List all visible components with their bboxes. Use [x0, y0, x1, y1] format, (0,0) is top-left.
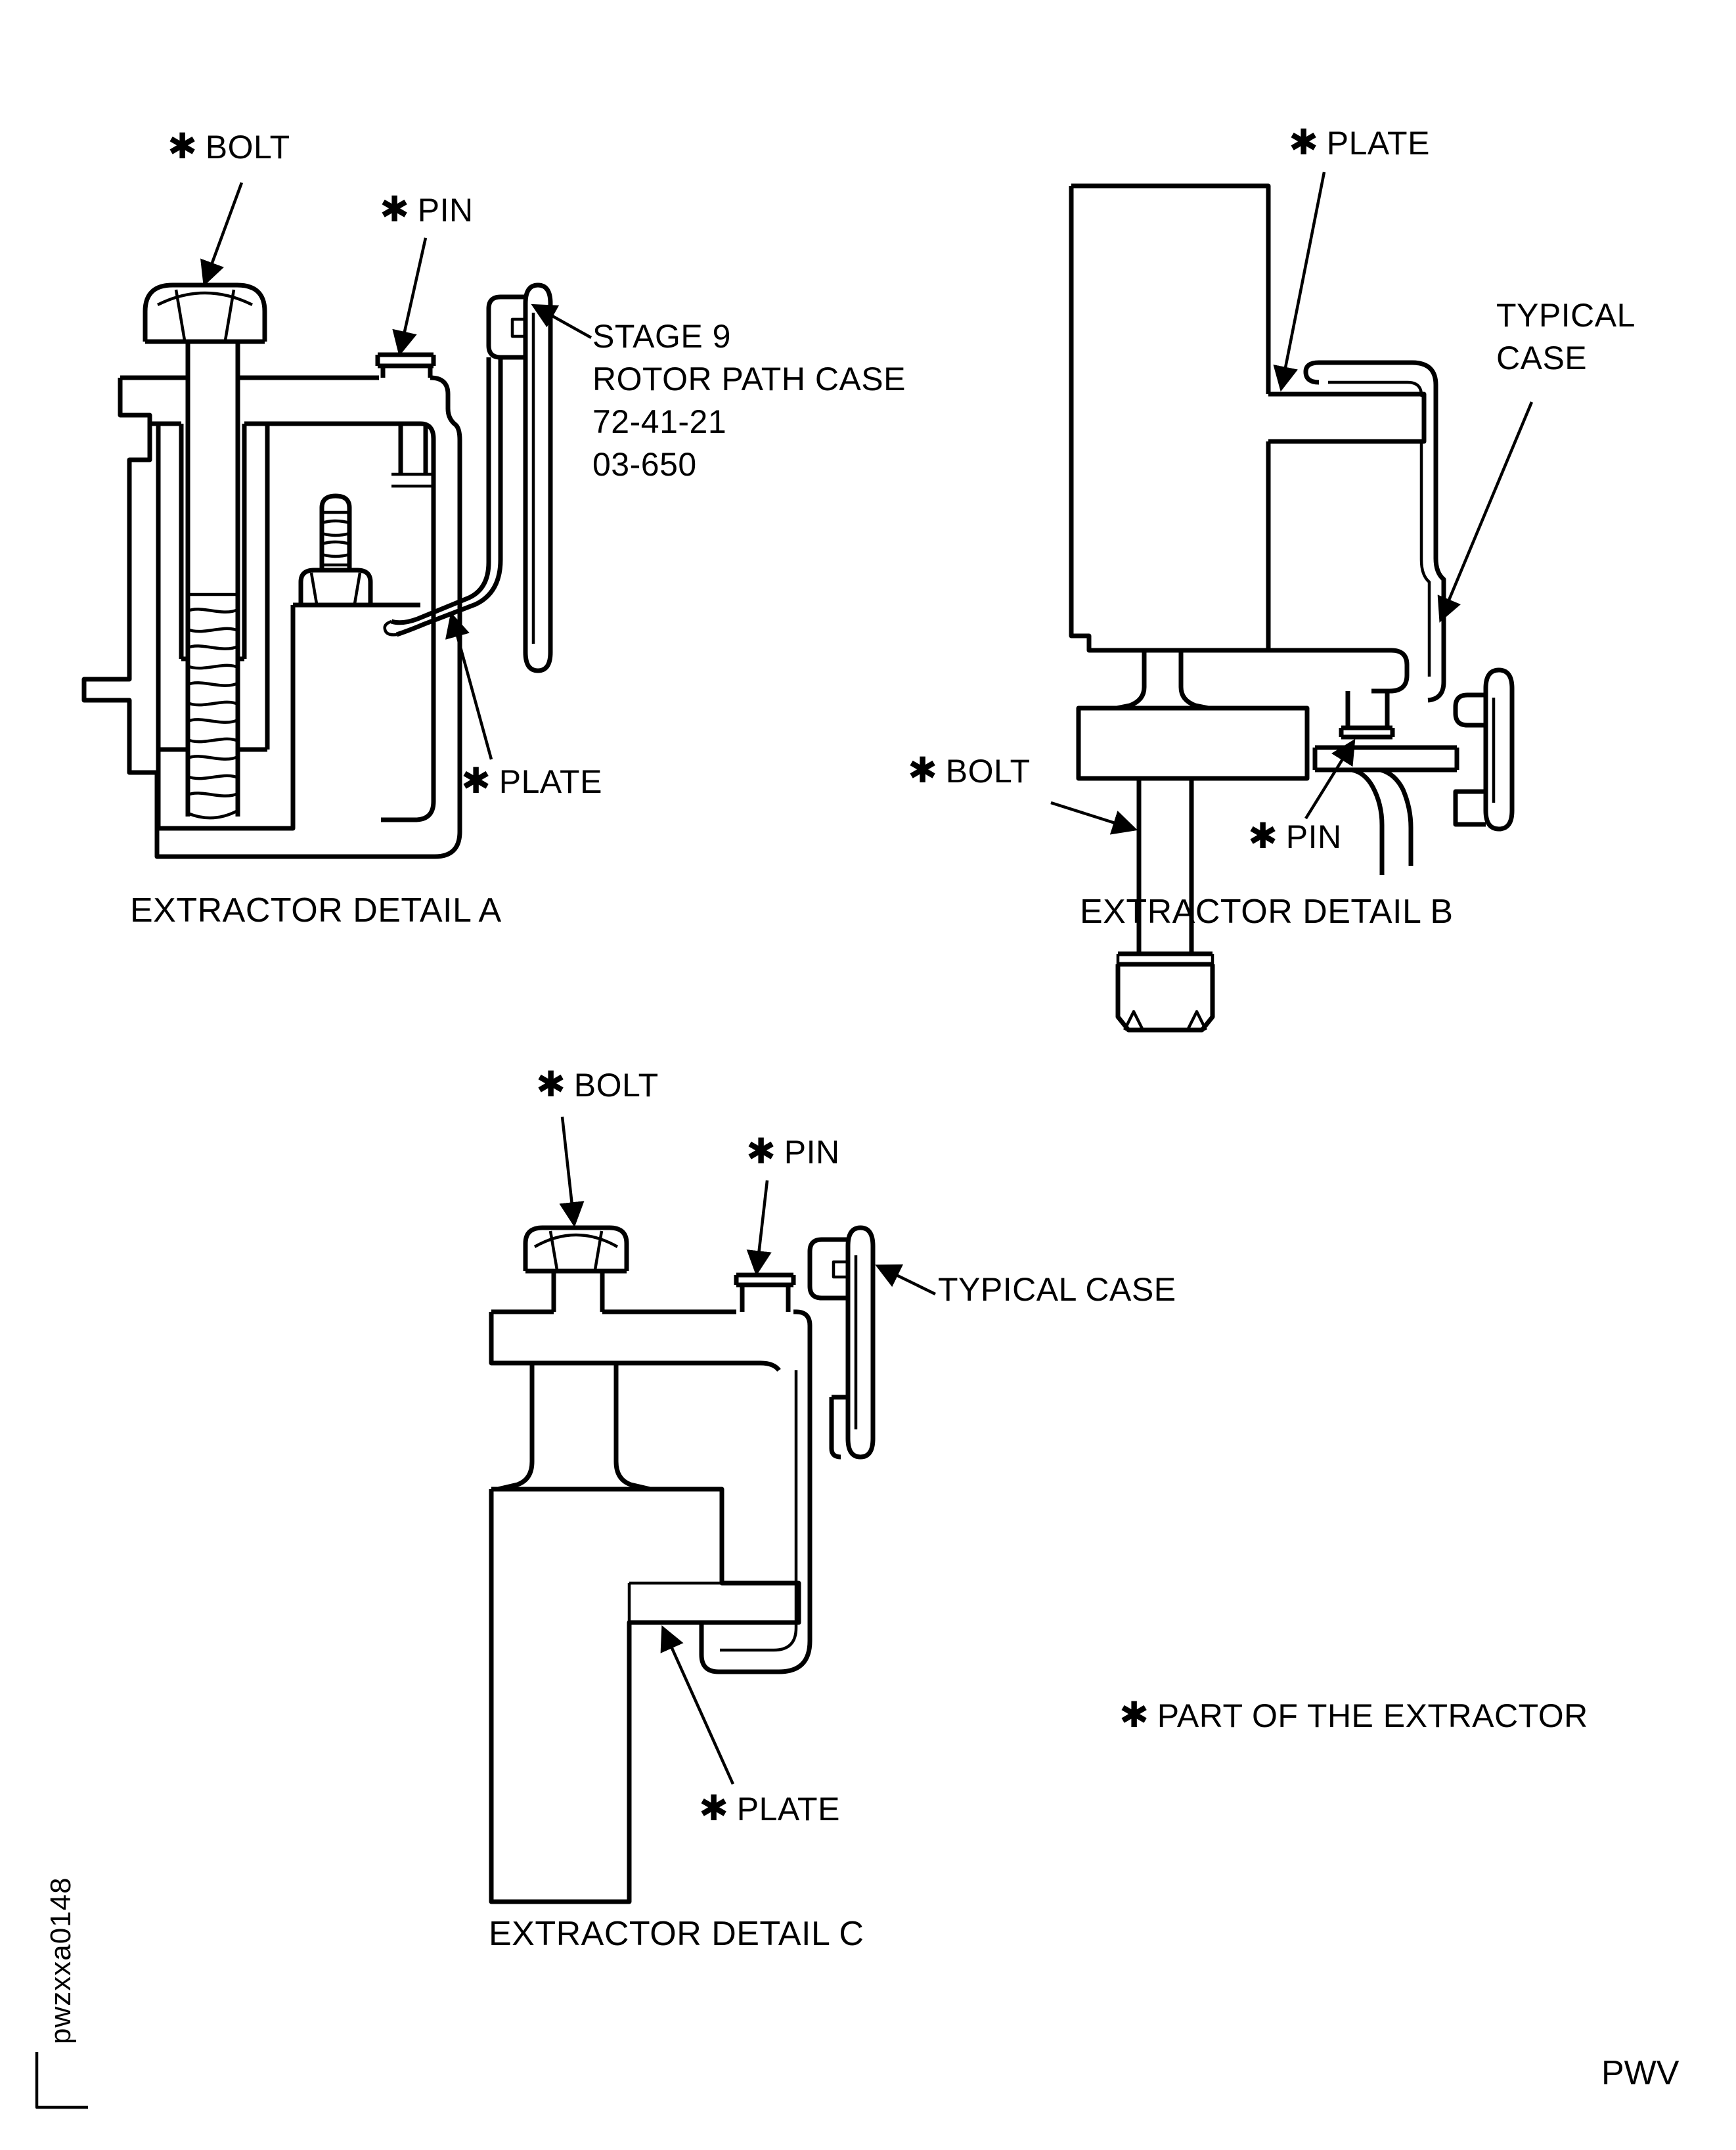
asterisk-icon: ✱: [380, 190, 410, 229]
callout-stage9-case-a: STAGE 9 ROTOR PATH CASE 72-41-21 03-650: [592, 318, 906, 483]
detail-a-title: EXTRACTOR DETAIL A: [130, 891, 502, 929]
callout-pin-a: ✱PIN: [380, 190, 474, 229]
callout-pin-b: ✱PIN: [1248, 817, 1342, 856]
asterisk-icon: ✱: [167, 127, 198, 166]
footnote-part-of-extractor: ✱PART OF THE EXTRACTOR: [1119, 1695, 1588, 1735]
page-code: PWV: [1601, 2054, 1680, 2092]
callout-plate-a: ✱PLATE: [461, 761, 602, 801]
detail-b-title: EXTRACTOR DETAIL B: [1080, 893, 1454, 931]
detail-a-drawing: [81, 182, 592, 859]
asterisk-icon: ✱: [1289, 123, 1319, 162]
asterisk-icon: ✱: [536, 1065, 566, 1104]
callout-bolt-a: ✱BOLT: [167, 127, 290, 166]
callout-typical-case-b: TYPICAL CASE: [1496, 297, 1636, 376]
detail-c-drawing: [489, 1116, 936, 1904]
detail-b-drawing: [1050, 171, 1534, 1033]
asterisk-icon: ✱: [908, 751, 938, 790]
asterisk-icon: ✱: [1248, 817, 1278, 856]
callout-bolt-c: ✱BOLT: [536, 1065, 659, 1104]
callout-pin-c: ✱PIN: [746, 1132, 840, 1171]
detail-c-title: EXTRACTOR DETAIL C: [489, 1915, 864, 1953]
callout-typical-case-c: TYPICAL CASE: [938, 1271, 1176, 1308]
asterisk-icon: ✱: [699, 1789, 729, 1828]
asterisk-icon: ✱: [746, 1132, 776, 1171]
drawing-code: pwzxxa0148: [45, 1877, 77, 2044]
callout-bolt-b: ✱BOLT: [908, 751, 1031, 790]
callout-plate-b: ✱PLATE: [1289, 123, 1430, 162]
asterisk-icon: ✱: [1119, 1695, 1149, 1735]
asterisk-icon: ✱: [461, 761, 491, 801]
corner-mark: [35, 2052, 88, 2109]
callout-plate-c: ✱PLATE: [699, 1789, 840, 1828]
